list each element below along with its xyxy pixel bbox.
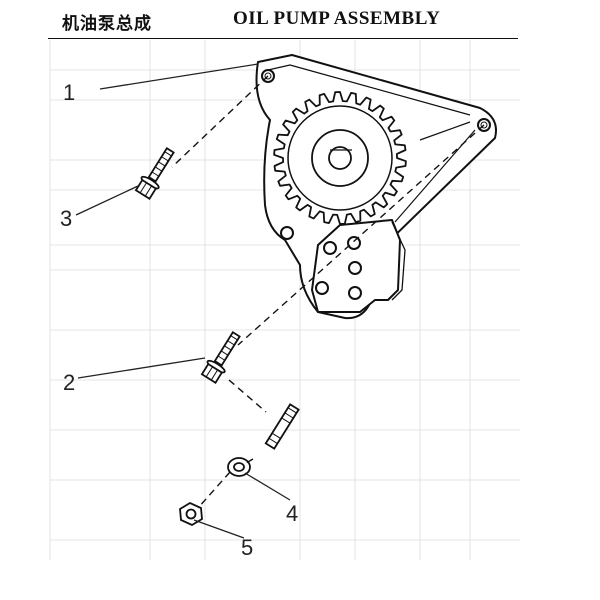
flange-bolt-lower (200, 331, 241, 384)
callout-1: 1 (63, 80, 75, 105)
header-rule (48, 8, 518, 39)
flange-bolt-upper (134, 147, 175, 200)
assembly-axes (171, 75, 485, 509)
drive-gear (273, 91, 407, 225)
callout-2: 2 (63, 370, 75, 395)
washer (227, 457, 251, 477)
title-english: OIL PUMP ASSEMBLY (233, 8, 441, 29)
callout-5: 5 (241, 535, 253, 560)
callout-3: 3 (60, 206, 72, 231)
leader-lines (75, 63, 291, 539)
hex-nut (179, 501, 203, 527)
stud-bolt (264, 403, 300, 450)
title-chinese: 机油泵总成 (62, 14, 152, 34)
callout-4: 4 (286, 501, 298, 526)
